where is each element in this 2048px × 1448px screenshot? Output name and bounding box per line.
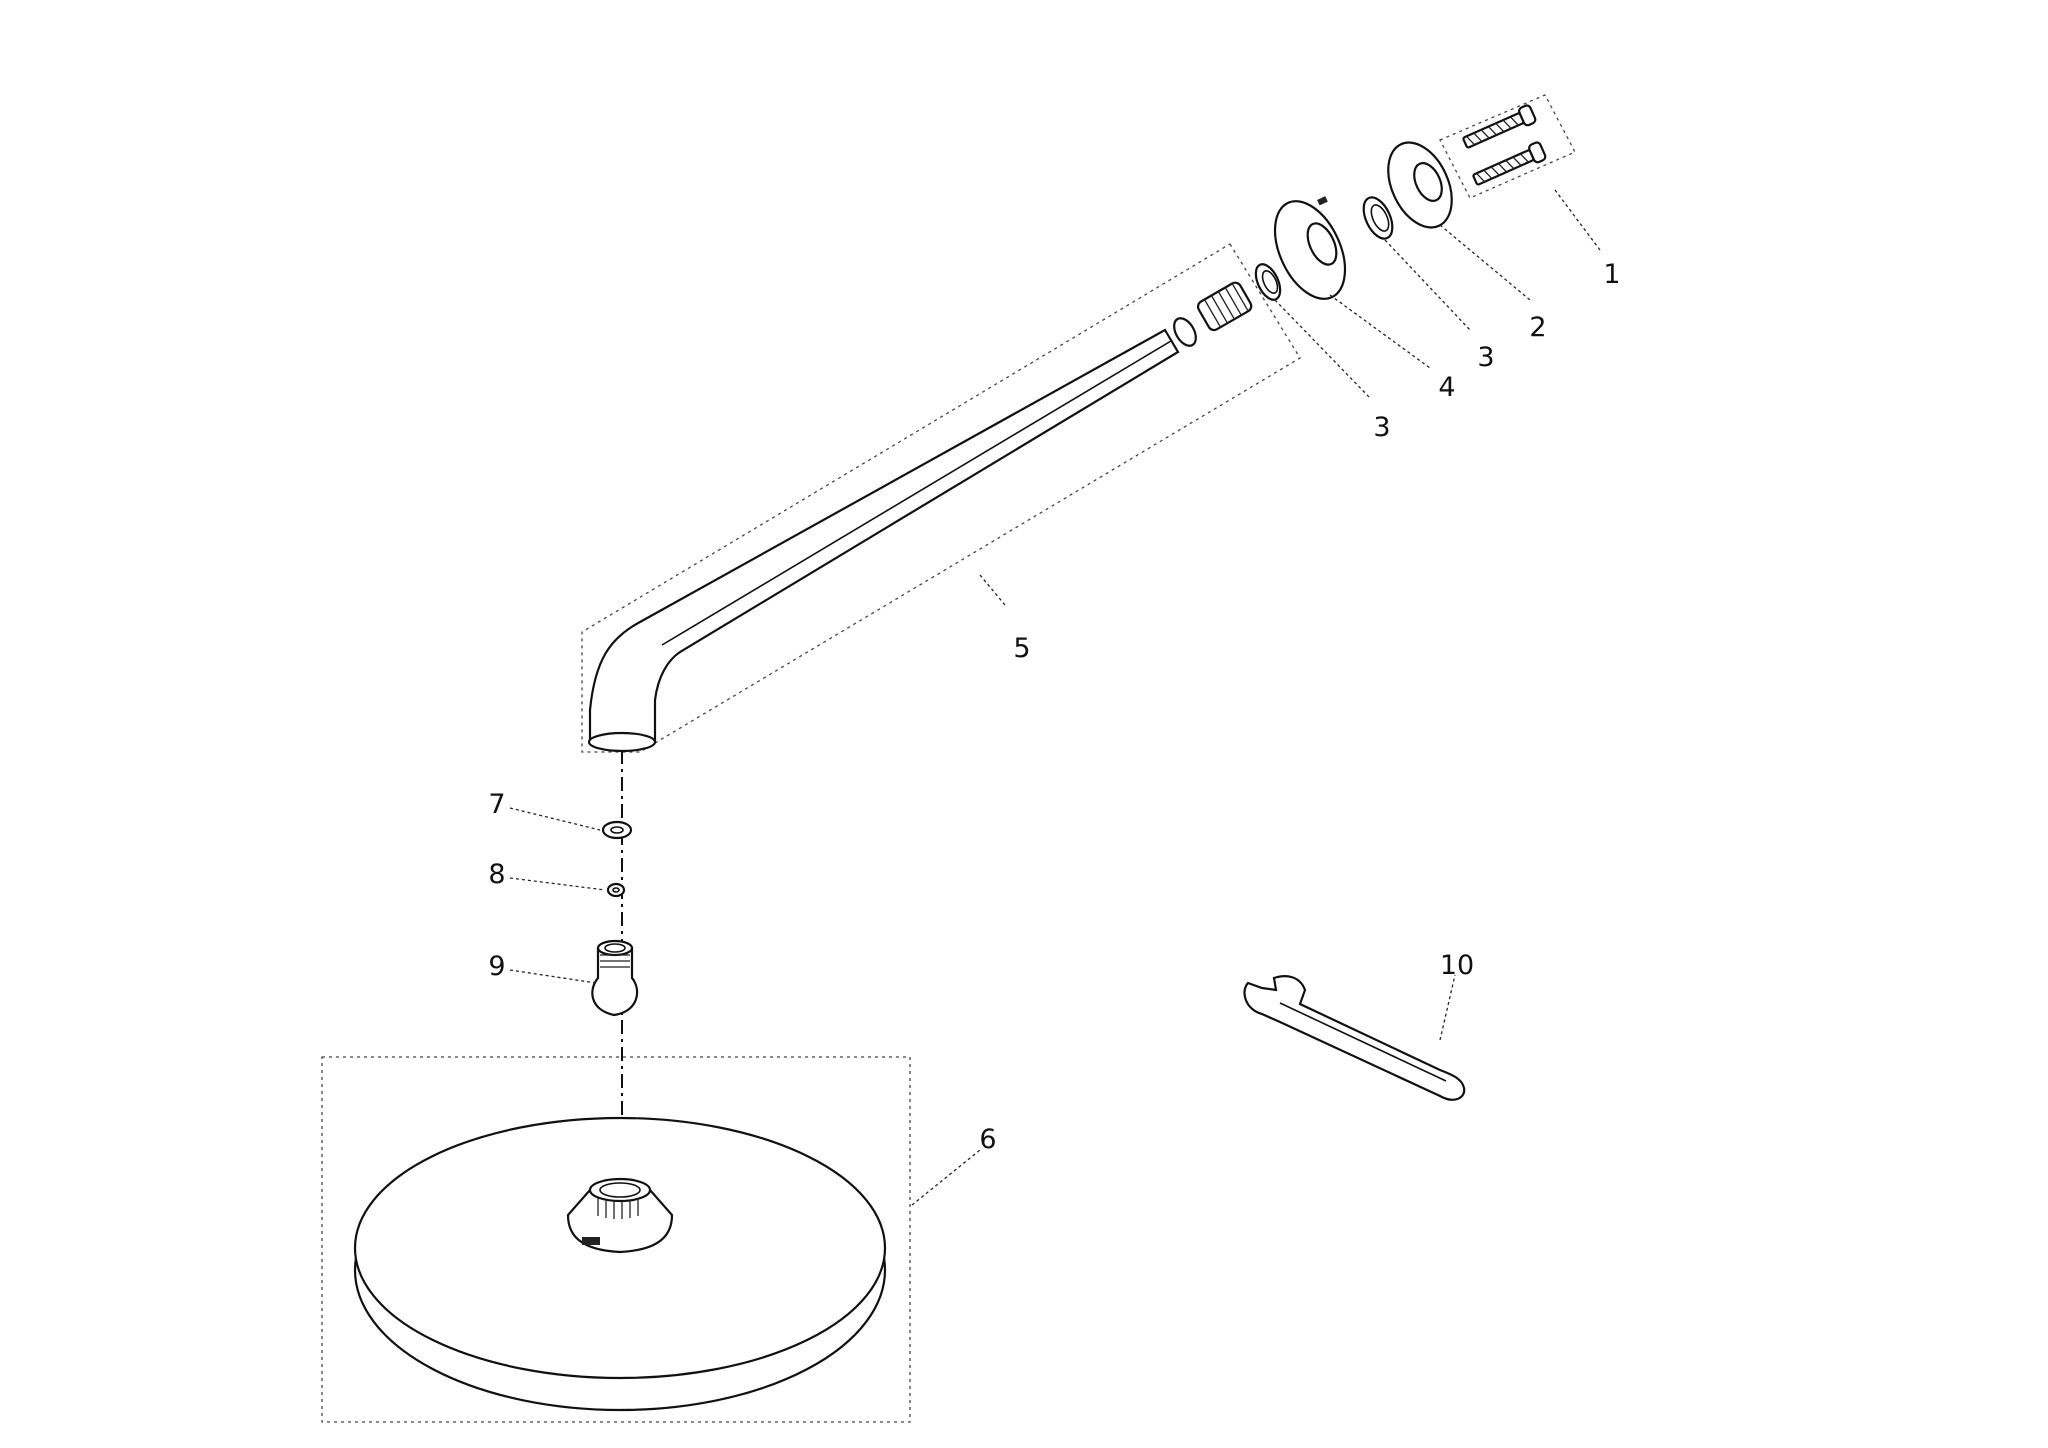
part-7-washer: [601, 820, 633, 840]
callout-5: 5: [1013, 633, 1030, 664]
callout-9: 9: [488, 951, 505, 982]
callout-6: 6: [979, 1124, 996, 1155]
part-8-filter: [606, 882, 626, 898]
callout-3b: 3: [1373, 412, 1390, 443]
callout-4: 4: [1438, 372, 1455, 403]
callout-10: 10: [1440, 950, 1474, 981]
part-9-ball-joint: [591, 939, 639, 1017]
part-3a-seal-ring: [1362, 196, 1394, 240]
leader-lines: [509, 189, 1601, 1206]
part-3b-seal-ring: [1254, 263, 1282, 301]
part-6-shower-head: [321, 1056, 911, 1423]
part-4-rosette: [1273, 196, 1347, 300]
callout-2: 2: [1529, 312, 1546, 343]
part-1-anchors: [1439, 94, 1576, 199]
callout-1: 1: [1603, 259, 1620, 290]
callout-8: 8: [488, 859, 505, 890]
part-2-wall-flange: [1387, 141, 1453, 229]
part-5-shower-arm: [581, 243, 1301, 1150]
callout-3a: 3: [1477, 342, 1494, 373]
part-10-wrench: [1243, 975, 1466, 1101]
callout-7: 7: [488, 789, 505, 820]
callout-labels: 1 2 3 4 3 5 6 7 8 9 10: [488, 259, 1620, 1155]
